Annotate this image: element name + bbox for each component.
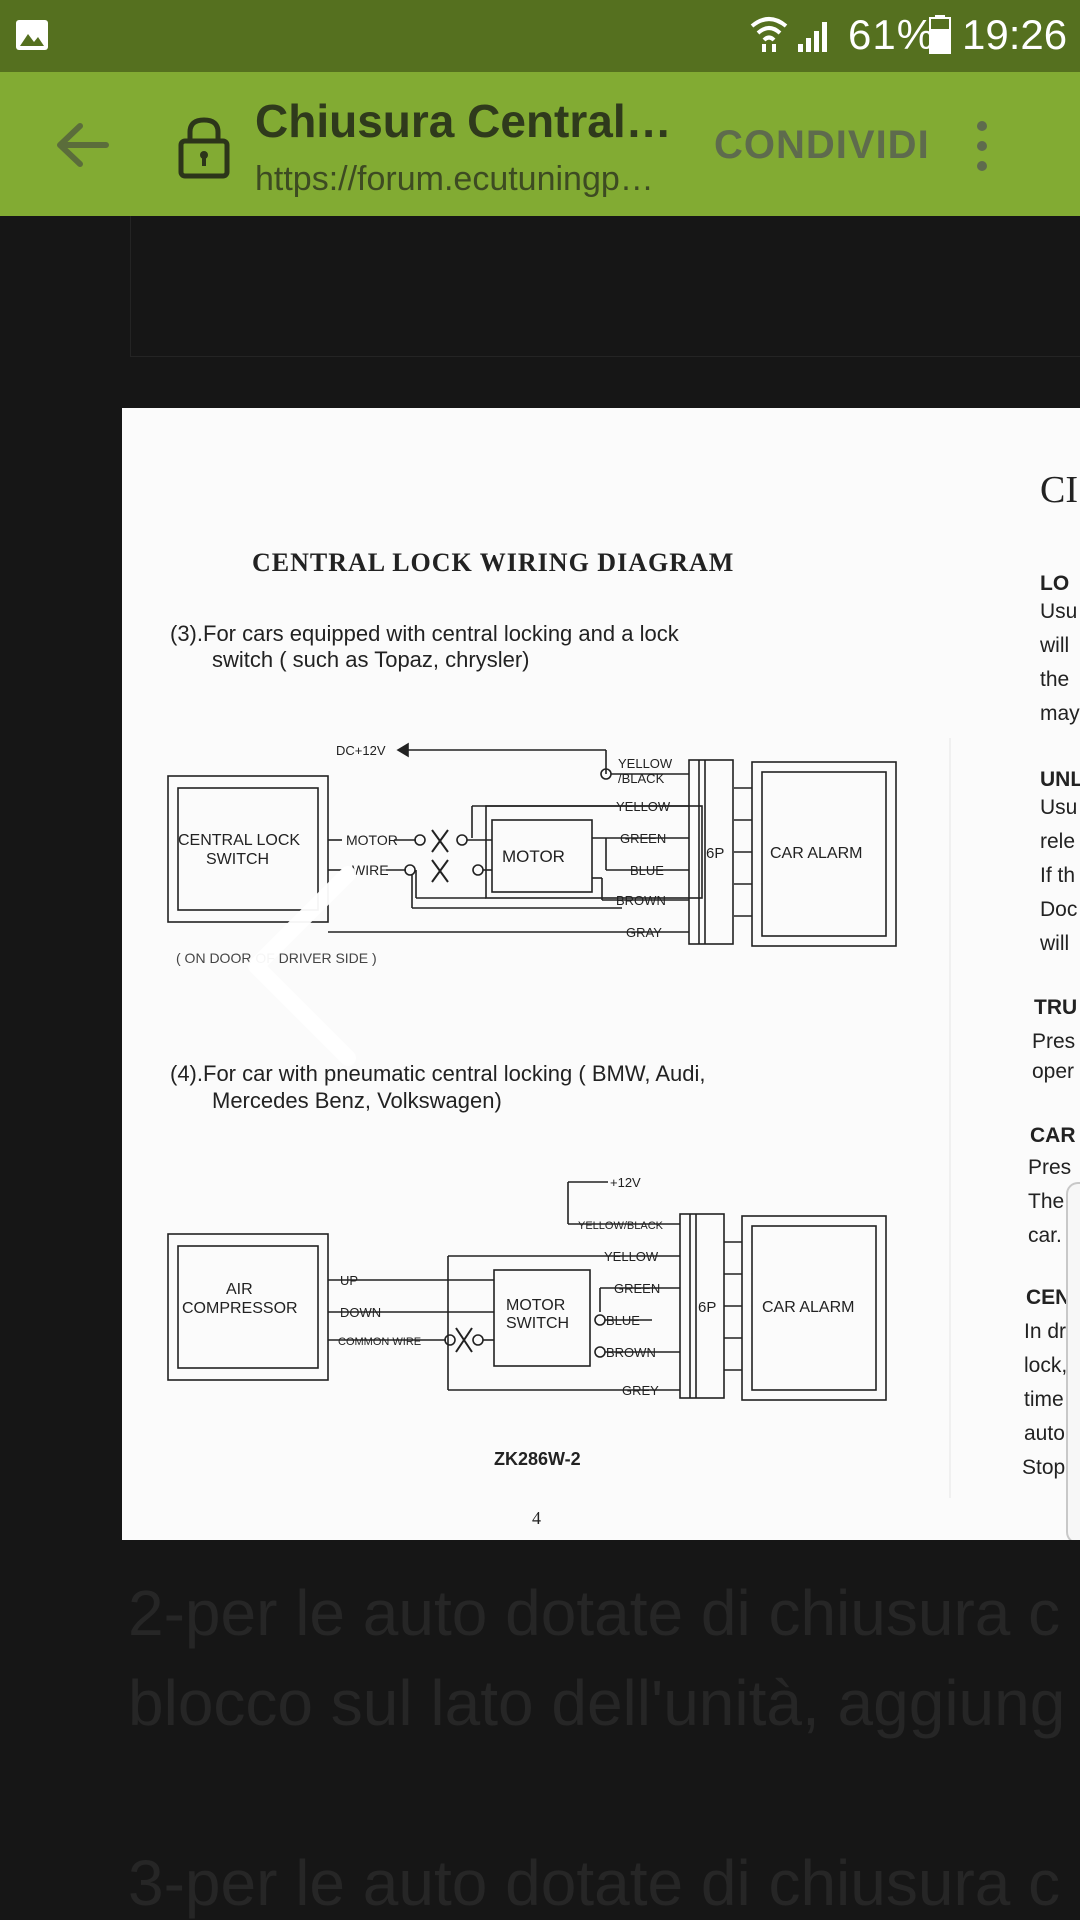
right-block-line: Pres [1028, 1156, 1071, 1179]
wire-label-s3: BROWN [616, 893, 666, 908]
connector-6p-label: 6P [706, 845, 724, 862]
background-text-line: 3-per le auto dotate di chiusura c [128, 1847, 1061, 1919]
right-block-head: UNL [1040, 768, 1080, 791]
lock-icon[interactable] [176, 114, 232, 180]
battery-icon [929, 15, 951, 54]
background-text-line: 2-per le auto dotate di chiusura c [128, 1577, 1061, 1649]
wire-label: WIRE [352, 862, 389, 878]
wire-label-s3: GREEN [620, 831, 666, 846]
image-edge-handle[interactable] [1066, 1182, 1080, 1540]
wire-label-s4: GREY [622, 1383, 659, 1398]
section4-line1: (4).For car with pneumatic central locki… [170, 1061, 706, 1086]
status-bar: 61% 19:26 [0, 0, 1080, 72]
plus12v-label: +12V [610, 1175, 641, 1190]
right-block-line: Doc [1040, 898, 1077, 921]
right-block-line: will [1039, 634, 1069, 657]
wire-label-s3: BLUE [630, 863, 664, 878]
right-block-line: Usu [1040, 796, 1077, 819]
right-block-line: car. [1028, 1224, 1062, 1247]
wire-label-s3: /BLACK [618, 771, 665, 786]
motor-switch-label-2: SWITCH [506, 1315, 569, 1332]
browser-toolbar: Chiusura Centraliz… https://forum.ecutun… [0, 72, 1080, 216]
right-block-line: rele [1040, 830, 1075, 853]
right-block-line: auto [1024, 1422, 1065, 1445]
car-alarm-label: CAR ALARM [762, 1299, 854, 1316]
switch-label-1: CENTRAL LOCK [178, 832, 300, 849]
right-block-line: Pres [1032, 1030, 1075, 1053]
page-url[interactable]: https://forum.ecutuningp… [255, 160, 654, 198]
overflow-menu-icon[interactable] [972, 116, 992, 176]
dc12v-label: DC+12V [336, 743, 386, 758]
wire-label-s3: YELLOW [618, 756, 673, 771]
clock: 19:26 [962, 11, 1068, 58]
right-block-line: In dr [1024, 1320, 1066, 1343]
share-button[interactable]: CONDIVIDI [714, 123, 930, 167]
gallery-notification-icon [16, 20, 48, 50]
connector-6p-label: 6P [698, 1299, 716, 1316]
right-column-big-letter: CI [1040, 469, 1078, 511]
right-block-line: will [1039, 932, 1069, 955]
page-number: 4 [532, 1508, 541, 1528]
right-block-line: If th [1040, 864, 1075, 887]
wire-label-s4: YELLOW [604, 1249, 659, 1264]
right-block-line: oper [1032, 1060, 1074, 1083]
back-arrow-icon[interactable] [50, 112, 116, 178]
wire-label-s4: GREEN [614, 1281, 660, 1296]
compressor-label-2: COMPRESSOR [182, 1300, 298, 1317]
right-block-line: the [1040, 668, 1069, 691]
right-block-line: Stop [1022, 1456, 1065, 1479]
switch-label-2: SWITCH [206, 851, 269, 868]
diagram-heading: CENTRAL LOCK WIRING DIAGRAM [252, 548, 734, 577]
right-block-line: Usu [1040, 600, 1077, 623]
wire-label-s3: YELLOW [616, 799, 671, 814]
section4-line2: Mercedes Benz, Volkswagen) [212, 1088, 502, 1113]
up-label: UP [340, 1273, 358, 1288]
battery-percentage: 61% [848, 11, 936, 58]
down-label: DOWN [340, 1305, 381, 1320]
wire-label-s4: BLUE [606, 1313, 640, 1328]
background-text-line: blocco sul lato dell'unità, aggiung [128, 1667, 1066, 1739]
car-alarm-label: CAR ALARM [770, 845, 862, 862]
faded-header-block [130, 216, 1080, 357]
compressor-label-1: AIR [226, 1281, 253, 1298]
right-block-head: LO [1040, 572, 1069, 595]
section3-line2: switch ( such as Topaz, chrysler) [212, 647, 529, 672]
right-block-line: The [1028, 1190, 1064, 1213]
page-content[interactable]: CENTRAL LOCK WIRING DIAGRAM (3).For cars… [0, 216, 1080, 1920]
motor-wire-label: MOTOR [346, 832, 398, 848]
common-wire-label: COMMON WIRE [338, 1336, 421, 1348]
wiring-diagram-image[interactable]: CENTRAL LOCK WIRING DIAGRAM (3).For cars… [122, 408, 1080, 1540]
wire-label-s4: BROWN [606, 1345, 656, 1360]
model-number: ZK286W-2 [494, 1449, 581, 1469]
previous-image-chevron[interactable] [248, 866, 356, 1066]
page-title[interactable]: Chiusura Centraliz… [255, 95, 675, 147]
right-block-line: may [1040, 702, 1080, 725]
section3-line1: (3).For cars equipped with central locki… [170, 621, 680, 646]
right-block-line: lock, [1024, 1354, 1067, 1377]
motor-box-label: MOTOR [502, 847, 565, 866]
wifi-icon [750, 17, 788, 52]
motor-switch-label-1: MOTOR [506, 1297, 565, 1314]
wire-label-s4: YELLOW/BLACK [578, 1220, 664, 1232]
right-block-head: CEN [1026, 1286, 1070, 1309]
right-block-head: TRU [1034, 996, 1077, 1019]
right-block-line: time [1024, 1388, 1064, 1411]
wire-label-s3: GRAY [626, 925, 662, 940]
right-block-head: CAR [1030, 1124, 1076, 1147]
signal-icon [798, 22, 827, 52]
location-note: ( ON DOOR OF DRIVER SIDE ) [176, 950, 377, 966]
